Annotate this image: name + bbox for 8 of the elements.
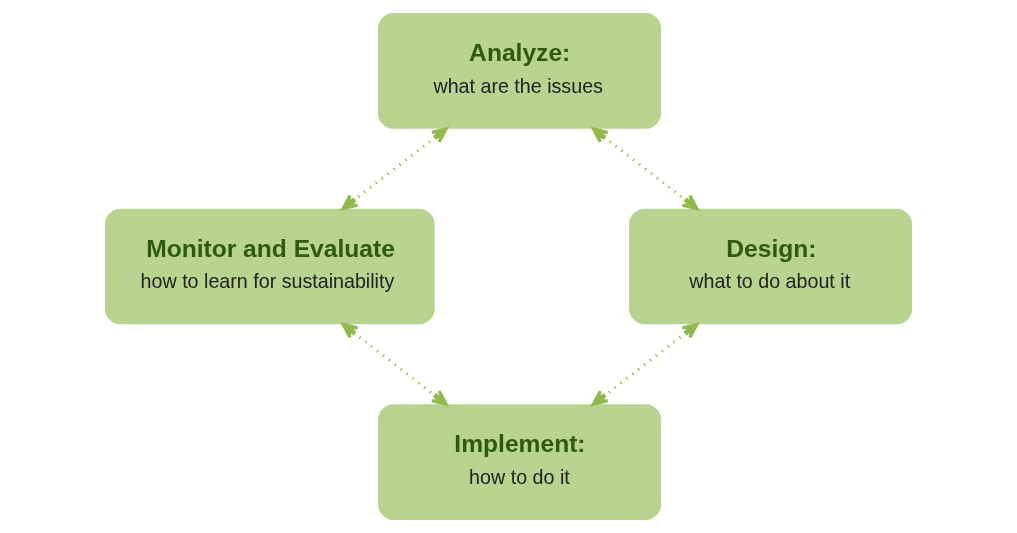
node-box: Design: what to do about it — [629, 208, 913, 325]
node-box: Implement: how to do it — [378, 404, 662, 520]
arrow — [591, 322, 699, 406]
arrow — [341, 127, 448, 211]
node-box: Analyze: what are the issues — [378, 13, 662, 129]
node-box: Monitor and Evaluate how to learn for sustainability — [104, 208, 435, 325]
arrow — [591, 127, 699, 211]
arrow — [341, 322, 448, 406]
